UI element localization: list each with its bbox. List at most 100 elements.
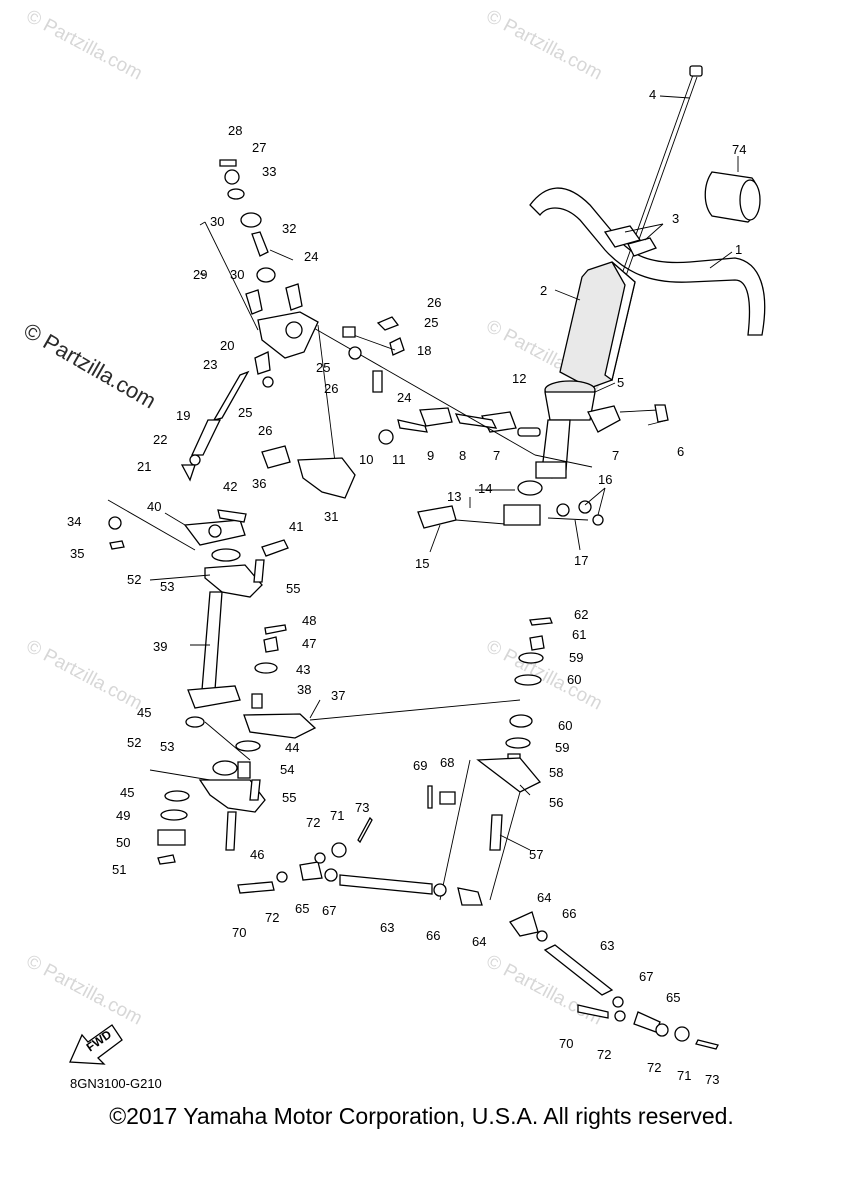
callout-72: 72: [597, 1047, 611, 1062]
callout-45: 45: [120, 785, 134, 800]
tie-rod-lower-assembly: [237, 816, 719, 1050]
callout-12: 12: [512, 371, 526, 386]
watermark: © Partzilla.com: [23, 951, 146, 1030]
callout-11: 11: [392, 452, 406, 467]
callout-73: 73: [705, 1072, 719, 1087]
callout-72: 72: [647, 1060, 661, 1075]
watermark: © Partzilla.com: [23, 636, 146, 715]
callout-30: 30: [210, 214, 224, 229]
callout-67: 67: [639, 969, 653, 984]
watermark: © Partzilla.com: [23, 6, 146, 85]
callout-15: 15: [415, 556, 429, 571]
callout-63: 63: [600, 938, 614, 953]
callout-43: 43: [296, 662, 310, 677]
callout-63: 63: [380, 920, 394, 935]
callout-52: 52: [127, 572, 141, 587]
callout-16: 16: [598, 472, 612, 487]
watermark: © Partzilla.com: [483, 951, 606, 1030]
callout-25: 25: [424, 315, 438, 330]
callout-29: 29: [193, 267, 207, 282]
callout-70: 70: [232, 925, 246, 940]
callout-65: 65: [666, 990, 680, 1005]
callout-56: 56: [549, 795, 563, 810]
diagram-code: 8GN3100-G210: [70, 1076, 162, 1091]
callout-35: 35: [70, 546, 84, 561]
callout-37: 37: [331, 688, 345, 703]
callout-40: 40: [147, 499, 161, 514]
callout-70: 70: [559, 1036, 573, 1051]
callout-59: 59: [569, 650, 583, 665]
callout-9: 9: [427, 448, 434, 463]
callout-23: 23: [203, 357, 217, 372]
callout-6: 6: [677, 444, 684, 459]
callout-24: 24: [304, 249, 318, 264]
handlebar-assembly: [304, 65, 766, 529]
callout-26: 26: [258, 423, 272, 438]
callout-21: 21: [137, 459, 151, 474]
callout-53: 53: [160, 739, 174, 754]
callout-73: 73: [355, 800, 369, 815]
callout-32: 32: [282, 221, 296, 236]
callout-51: 51: [112, 862, 126, 877]
callout-54: 54: [280, 762, 294, 777]
callout-68: 68: [440, 755, 454, 770]
callout-22: 22: [153, 432, 167, 447]
fwd-arrow-icon: FWD: [69, 1024, 123, 1065]
callout-33: 33: [262, 164, 276, 179]
callout-26: 26: [324, 381, 338, 396]
callout-41: 41: [289, 519, 303, 534]
callout-53: 53: [160, 579, 174, 594]
callout-1: 1: [735, 242, 742, 257]
callout-55: 55: [282, 790, 296, 805]
callout-26: 26: [427, 295, 441, 310]
callout-2: 2: [540, 283, 547, 298]
watermark: © Partzilla.com: [483, 6, 606, 85]
callout-61: 61: [572, 627, 586, 642]
callout-4: 4: [649, 87, 656, 102]
callout-28: 28: [228, 123, 242, 138]
callout-48: 48: [302, 613, 316, 628]
callout-25: 25: [238, 405, 252, 420]
callout-72: 72: [306, 815, 320, 830]
tie-rod-right-assembly: [427, 617, 553, 901]
callout-31: 31: [324, 509, 338, 524]
callout-13: 13: [447, 489, 461, 504]
callout-42: 42: [223, 479, 237, 494]
steering-shaft: [157, 591, 266, 865]
callout-20: 20: [220, 338, 234, 353]
callout-38: 38: [297, 682, 311, 697]
callout-39: 39: [153, 639, 167, 654]
callout-49: 49: [116, 808, 130, 823]
callout-71: 71: [677, 1068, 691, 1083]
callout-10: 10: [359, 452, 373, 467]
callout-27: 27: [252, 140, 266, 155]
callout-60: 60: [567, 672, 581, 687]
callout-55: 55: [286, 581, 300, 596]
callout-30: 30: [230, 267, 244, 282]
callout-19: 19: [176, 408, 190, 423]
callout-69: 69: [413, 758, 427, 773]
callout-25: 25: [316, 360, 330, 375]
callout-18: 18: [417, 343, 431, 358]
callout-numbers: 4 74 3 1 2 5 12 6 7 7 8 9 10 11 13 14 15…: [67, 87, 746, 1087]
callout-57: 57: [529, 847, 543, 862]
pitman-arm-area: [235, 624, 521, 779]
callout-60: 60: [558, 718, 572, 733]
callout-5: 5: [617, 375, 624, 390]
callout-59: 59: [555, 740, 569, 755]
callout-58: 58: [549, 765, 563, 780]
steering-column-upper: [107, 159, 356, 598]
callout-65: 65: [295, 901, 309, 916]
callout-14: 14: [478, 481, 492, 496]
callout-7: 7: [612, 448, 619, 463]
callout-8: 8: [459, 448, 466, 463]
callout-45: 45: [137, 705, 151, 720]
callout-34: 34: [67, 514, 81, 529]
callout-64: 64: [472, 934, 486, 949]
callout-47: 47: [302, 636, 316, 651]
watermark-main: © Partzilla.com: [20, 318, 161, 414]
callout-17: 17: [574, 553, 588, 568]
callout-7: 7: [493, 448, 500, 463]
